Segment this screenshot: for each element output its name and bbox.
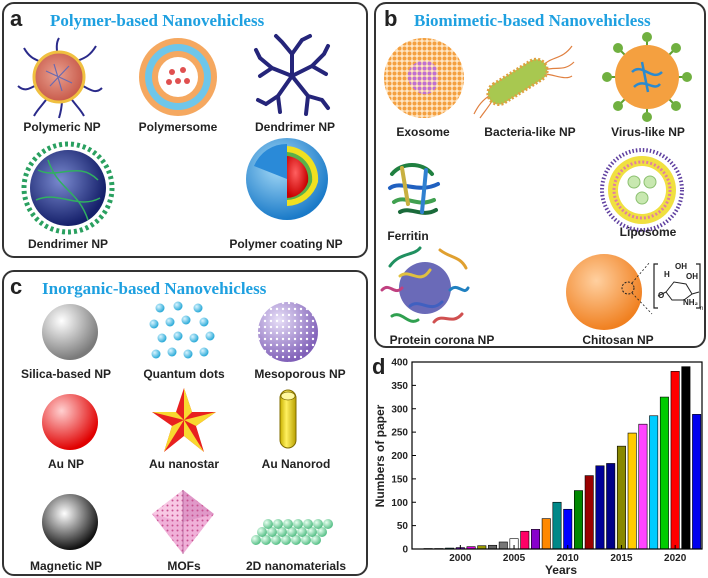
au-np-illustration: [42, 394, 98, 450]
bar-2020: [670, 371, 680, 550]
x-tick-label-2015: 2015: [610, 553, 633, 564]
x-tick-label-2000: 2000: [449, 553, 472, 564]
panel-a-label: a: [10, 6, 23, 31]
caption-au-nanorod: Au Nanorod: [261, 457, 331, 471]
bar-2022: [692, 414, 702, 550]
y-tick-label-0: 0: [402, 545, 408, 556]
caption-exosome: Exosome: [396, 125, 450, 139]
chitosan-formula-oh2: OH: [686, 272, 698, 281]
magnetic-np-illustration: [42, 494, 98, 550]
caption-liposome: Liposome: [619, 225, 677, 239]
caption-au-nanostar: Au nanostar: [148, 457, 220, 471]
bar-2010: [563, 508, 573, 550]
caption-polymer-coating-np: Polymer coating NP: [229, 237, 343, 251]
y-tick-label-350: 350: [391, 381, 408, 392]
bar-2006: [520, 530, 530, 550]
caption-dendrimer-np-top: Dendrimer NP: [254, 120, 336, 134]
bar-2017: [638, 423, 648, 550]
chitosan-formula-oh1: OH: [675, 262, 687, 271]
liposome-illustration: [600, 148, 684, 232]
caption-protein-corona-np: Protein corona NP: [389, 333, 495, 347]
caption-dendrimer-np-bottom: Dendrimer NP: [27, 237, 109, 251]
x-axis-label: Years: [545, 563, 577, 576]
caption-au-np: Au NP: [48, 457, 84, 471]
bar-2004: [498, 541, 508, 550]
silica-based-np-illustration: [42, 304, 98, 360]
bar-2008: [541, 518, 551, 550]
chitosan-formula-n: n: [700, 306, 704, 312]
caption-chitosan-np: Chitosan NP: [582, 333, 654, 347]
dendrimer-np-illustration: [254, 34, 330, 116]
y-tick-label-400: 400: [391, 358, 408, 369]
caption-mofs: MOFs: [167, 559, 201, 573]
caption-magnetic-np: Magnetic NP: [29, 559, 103, 573]
caption-mesoporous-np: Mesoporous NP: [254, 367, 346, 381]
caption-polymeric-np: Polymeric NP: [23, 120, 101, 134]
panel-a-title: Polymer-based Nanovehicless: [50, 11, 265, 30]
caption-2d-nanomaterials: 2D nanomaterials: [245, 559, 347, 573]
bar-2019: [659, 396, 669, 550]
dendrimer-np-green-illustration: [21, 141, 115, 235]
bacteria-like-np-illustration: [473, 45, 575, 119]
y-tick-label-200: 200: [391, 451, 408, 462]
exosome-illustration: [384, 38, 464, 118]
quantum-dots-illustration: [149, 301, 215, 359]
y-tick-label-100: 100: [391, 498, 408, 509]
x-tick-label-2020: 2020: [664, 553, 687, 564]
panel-c-title: Inorganic-based Nanovehicless: [42, 279, 267, 298]
caption-polymersome: Polymersome: [138, 120, 218, 134]
au-nanorod-illustration: [279, 389, 297, 449]
bar-2009: [552, 501, 562, 550]
y-tick-label-150: 150: [391, 474, 408, 485]
panel-c-label: c: [10, 274, 23, 299]
chitosan-np-illustration: [566, 254, 701, 330]
y-tick-label-50: 50: [397, 521, 409, 532]
chitosan-formula-o: O: [658, 291, 665, 300]
bar-2015: [616, 445, 626, 550]
panel-d-label: d: [372, 354, 386, 379]
x-tick-label-2010: 2010: [557, 553, 580, 564]
bar-2011: [573, 490, 583, 550]
publications-bar-chart: 0 50 100 150 200 250 300 350 400 2000 2005 2010 2015…: [373, 358, 703, 576]
x-tick-label-2005: 2005: [503, 553, 526, 564]
chitosan-formula-h: H: [664, 270, 670, 279]
ferritin-illustration: [388, 163, 440, 215]
y-axis-label: Numbers of paper: [373, 404, 387, 507]
panel-b-title: Biomimetic-based Nanovehicless: [414, 11, 651, 30]
y-tick-label-250: 250: [391, 428, 408, 439]
au-nanostar-illustration: [152, 388, 216, 452]
2d-nanomaterials-illustration: [251, 519, 333, 545]
bar-2014: [606, 463, 616, 550]
polymersome-illustration: [139, 38, 217, 116]
caption-virus-like-np: Virus-like NP: [611, 125, 685, 139]
bar-2012: [584, 475, 594, 550]
mesoporous-np-illustration: [258, 302, 318, 362]
bar-2018: [649, 415, 659, 550]
chitosan-formula-nh2: NH₂: [683, 298, 699, 307]
y-tick-label-300: 300: [391, 404, 408, 415]
caption-bacteria-like-np: Bacteria-like NP: [484, 125, 576, 139]
caption-silica-based-np: Silica-based NP: [20, 367, 112, 381]
polymer-coating-np-illustration: [246, 138, 328, 220]
bar-2016: [627, 432, 637, 550]
caption-quantum-dots: Quantum dots: [143, 367, 225, 381]
virus-like-np-illustration: [602, 32, 692, 122]
bar-2007: [531, 529, 541, 550]
caption-ferritin: Ferritin: [387, 229, 429, 243]
mofs-illustration: [152, 490, 214, 554]
bar-2021: [681, 366, 691, 550]
bar-2013: [595, 465, 605, 550]
panel-b-label: b: [384, 6, 398, 31]
polymeric-np-illustration: [17, 37, 103, 119]
protein-corona-np-illustration: [380, 246, 470, 324]
